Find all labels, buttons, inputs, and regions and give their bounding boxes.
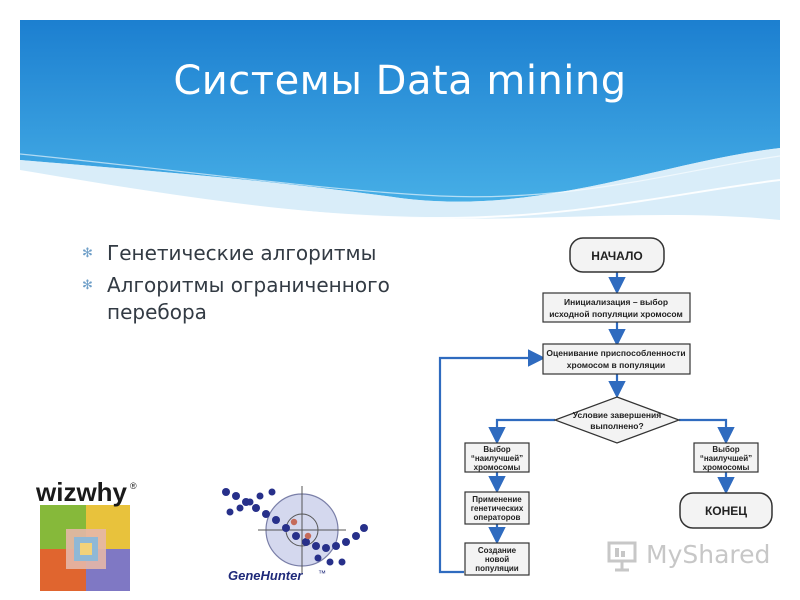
- flow-evaluate: Оценивание приспособленности хромосом в …: [542, 343, 691, 375]
- flow-apply-operators: Применение генетических операторов: [464, 491, 530, 525]
- flow-select-left-text: хромосомы: [474, 463, 521, 472]
- bullet-list: ✻ Генетические алгоритмы ✻ Алгоритмы огран…: [82, 240, 432, 331]
- flow-end-label: КОНЕЦ: [705, 504, 747, 518]
- bullet-text: Генетические алгоритмы: [107, 241, 377, 265]
- bullet-item: ✻ Алгоритмы ограниченного перебора: [82, 272, 432, 326]
- bullet-item: ✻ Генетические алгоритмы: [82, 240, 432, 267]
- flow-select-left-text: “наилучшей”: [471, 454, 523, 463]
- flow-select-right-text: хромосомы: [703, 463, 750, 472]
- wizwhy-logo: wizwhy ®: [36, 477, 137, 591]
- flow-start-label: НАЧАЛО: [591, 249, 642, 263]
- flow-create-text: Создание: [478, 546, 517, 555]
- flow-start: НАЧАЛО: [569, 237, 665, 273]
- genehunter-trademark: ™: [318, 569, 326, 578]
- flow-init-text: исходной популяции хромосом: [549, 309, 683, 319]
- flow-select-left: Выбор “наилучшей” хромосомы: [464, 442, 530, 473]
- slide-title: Системы Data mining: [173, 58, 627, 104]
- bullet-star-icon: ✻: [82, 278, 93, 293]
- flow-condition-text: выполнено?: [590, 421, 643, 431]
- flow-select-left-text: Выбор: [483, 445, 510, 454]
- watermark-text: MyShared: [646, 540, 771, 569]
- flow-arrows: [438, 272, 735, 574]
- flow-condition-text: Условие завершения: [573, 410, 662, 420]
- flow-init: Инициализация – выбор исходной популяции…: [542, 292, 691, 323]
- watermark: MyShared: [606, 536, 776, 576]
- flow-end: КОНЕЦ: [679, 492, 773, 529]
- genehunter-logo: GeneHunter ™: [222, 486, 368, 583]
- banner-wave-graphic: [20, 20, 780, 220]
- flow-condition: Условие завершения выполнено?: [553, 396, 681, 444]
- flow-create-text: новой: [485, 555, 509, 564]
- flow-select-right-text: “наилучшей”: [700, 454, 752, 463]
- flow-select-right-text: Выбор: [712, 445, 739, 454]
- wizwhy-trademark: ®: [130, 481, 137, 491]
- flow-init-text: Инициализация – выбор: [564, 297, 668, 307]
- flow-apply-text: генетических: [471, 504, 524, 513]
- flow-create-text: популяции: [475, 564, 518, 573]
- genehunter-logo-text: GeneHunter: [228, 568, 303, 583]
- watermark-presentation-icon: [607, 541, 637, 572]
- title-banner: [20, 20, 780, 220]
- bullet-star-icon: ✻: [82, 246, 93, 261]
- flow-apply-text: Применение: [472, 495, 522, 504]
- flow-apply-text: операторов: [474, 513, 521, 522]
- wizwhy-logo-text: wizwhy: [36, 477, 128, 507]
- flow-select-right: Выбор “наилучшей” хромосомы: [693, 442, 759, 473]
- bullet-text: Алгоритмы ограниченного перебора: [107, 273, 390, 324]
- flow-evaluate-text: Оценивание приспособленности: [546, 348, 685, 358]
- flow-create-population: Создание новой популяции: [464, 542, 530, 576]
- flow-evaluate-text: хромосом в популяции: [567, 360, 665, 370]
